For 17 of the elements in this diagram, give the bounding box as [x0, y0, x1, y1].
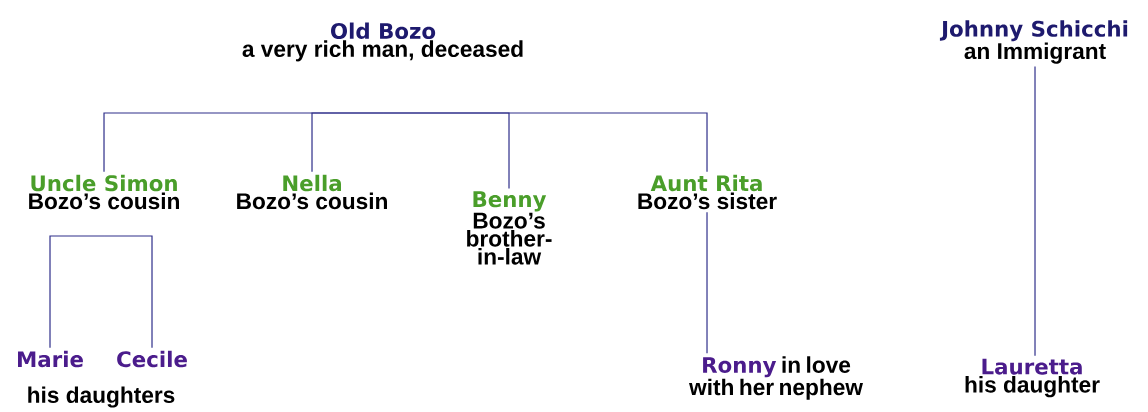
connector-line — [706, 211, 708, 354]
person-label: Marie — [18, 350, 83, 368]
person-label: Aunt Rita Bozo’s sister — [638, 174, 777, 210]
caption-text: his daughters — [28, 386, 175, 408]
connector-line — [311, 112, 384, 173]
connector-line — [382, 112, 708, 173]
connector-line — [103, 235, 153, 349]
person-label: Benny Bozo’s brother-in-law — [467, 191, 552, 265]
person-label: Ronny in love with her nephew — [689, 356, 863, 400]
person-label: Uncle Simon Bozo’s cousin — [29, 174, 179, 210]
connector-line — [1034, 66, 1036, 357]
person-label: Nella Bozo’s cousin — [237, 174, 387, 210]
person-label: Old Bozo a very rich man, deceased — [242, 22, 523, 62]
person-label: Lauretta his daughter — [965, 358, 1100, 398]
person-label: Johnny Schicchi an Immigrant — [939, 20, 1128, 64]
person-label: Cecile — [117, 350, 187, 368]
connector-line — [49, 235, 105, 349]
